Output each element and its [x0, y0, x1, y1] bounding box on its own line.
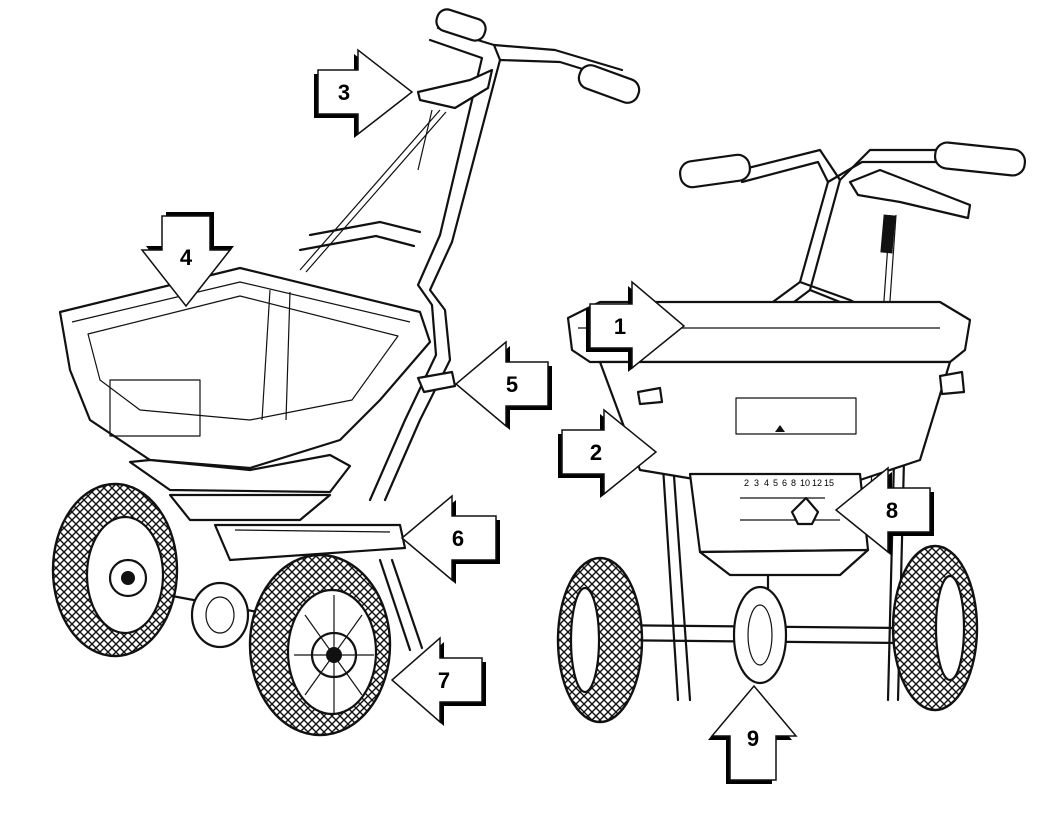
hopper-label-plate [109, 379, 201, 437]
spreader-left-view [51, 8, 641, 737]
support-leg-left [378, 558, 412, 652]
handle-grip-rear-left [678, 153, 752, 189]
callout-8-label: 8 [886, 498, 898, 523]
rate-pointer [790, 496, 820, 526]
handle-bar-left [436, 26, 502, 244]
spinner-right [732, 585, 788, 685]
callout-3-label: 3 [338, 80, 350, 105]
callout-8: 8 [834, 466, 934, 556]
handle-grip-rear-right [933, 141, 1027, 177]
callout-6: 6 [400, 494, 500, 584]
dial-tick-label: 6 [782, 478, 787, 488]
dial-tick-label: 5 [773, 478, 778, 488]
lever-spring [880, 214, 896, 254]
flow-lever-rear [848, 168, 972, 220]
callout-9: 9 [708, 684, 798, 784]
dial-tick-label: 4 [764, 478, 769, 488]
callout-4-label: 4 [180, 245, 193, 270]
callout-2-label: 2 [590, 440, 602, 465]
adjust-knob-left [416, 370, 457, 394]
callout-5: 5 [454, 340, 552, 430]
callout-2: 2 [558, 408, 658, 498]
callout-6-label: 6 [452, 526, 464, 551]
side-lever-bracket [213, 523, 407, 562]
handle-grip-left [435, 8, 487, 42]
dial-tick-label: 8 [791, 478, 796, 488]
dial-tick-label: 10 [800, 478, 810, 488]
dial-tick-label: 3 [754, 478, 759, 488]
callout-1: 1 [586, 280, 686, 372]
spreader-right-view: 2 3 4 5 6 8 10 12 15 [556, 141, 1027, 724]
handle-grip-right [577, 64, 641, 104]
dial-tick-label: 15 [824, 478, 834, 488]
callout-1-label: 1 [614, 314, 626, 339]
hopper-label-rear [735, 397, 857, 435]
spinner-left [190, 581, 250, 649]
callout-3: 3 [314, 48, 414, 138]
callout-5-label: 5 [506, 372, 518, 397]
dial-tick-label: 12 [812, 478, 822, 488]
rate-dial-scale: 2 3 4 5 6 8 10 12 15 [744, 478, 834, 488]
callout-7-label: 7 [438, 668, 450, 693]
callout-7: 7 [390, 636, 486, 726]
dial-tick-label: 2 [744, 478, 749, 488]
callout-4: 4 [140, 212, 234, 308]
callout-9-label: 9 [747, 726, 759, 751]
flow-lever [416, 68, 494, 110]
